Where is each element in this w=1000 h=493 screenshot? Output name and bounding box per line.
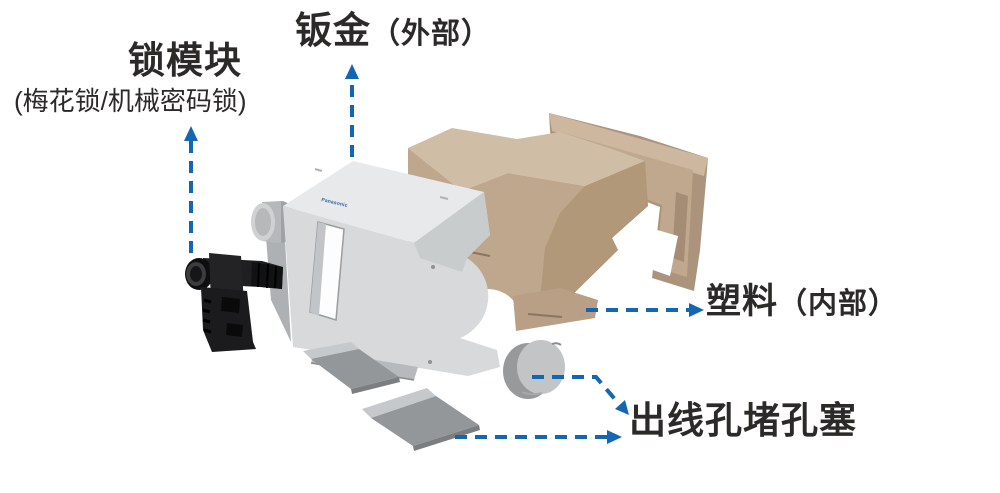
sheet-metal-part — [251, 161, 500, 381]
label-lock-module-subtitle: (梅花锁/机械密码锁) — [14, 86, 247, 116]
arrowhead-up-icon — [345, 64, 359, 79]
plastic-main: 塑料 — [706, 282, 779, 321]
label-outlet-plug: 出线孔堵孔塞 — [629, 400, 857, 441]
arrowhead-right-icon — [689, 303, 704, 317]
outlet-plug-title: 出线孔堵孔塞 — [629, 400, 857, 441]
label-plastic: 塑料（内部） — [706, 282, 899, 321]
cover-plates-part — [303, 342, 480, 451]
sheet-metal-suffix: （外部） — [371, 18, 492, 50]
lock-module-title: 锁模块 — [128, 40, 242, 81]
label-lock-module: 锁模块 — [128, 40, 242, 81]
plastic-suffix: （内部） — [778, 288, 899, 320]
lock-module-part — [185, 253, 283, 352]
sheet-metal-main: 钣金 — [295, 10, 371, 51]
arrowhead-right-icon — [607, 430, 622, 444]
lock-module-subtitle: (梅花锁/机械密码锁) — [14, 86, 247, 116]
outlet-plug-part — [503, 340, 565, 399]
arrowhead-up-icon — [184, 126, 198, 141]
arrow-bent-plug — [532, 375, 621, 406]
label-sheet-metal: 钣金（外部） — [295, 10, 492, 51]
callout-arrows — [184, 64, 704, 444]
arrowhead-diagonal-icon — [615, 400, 629, 415]
